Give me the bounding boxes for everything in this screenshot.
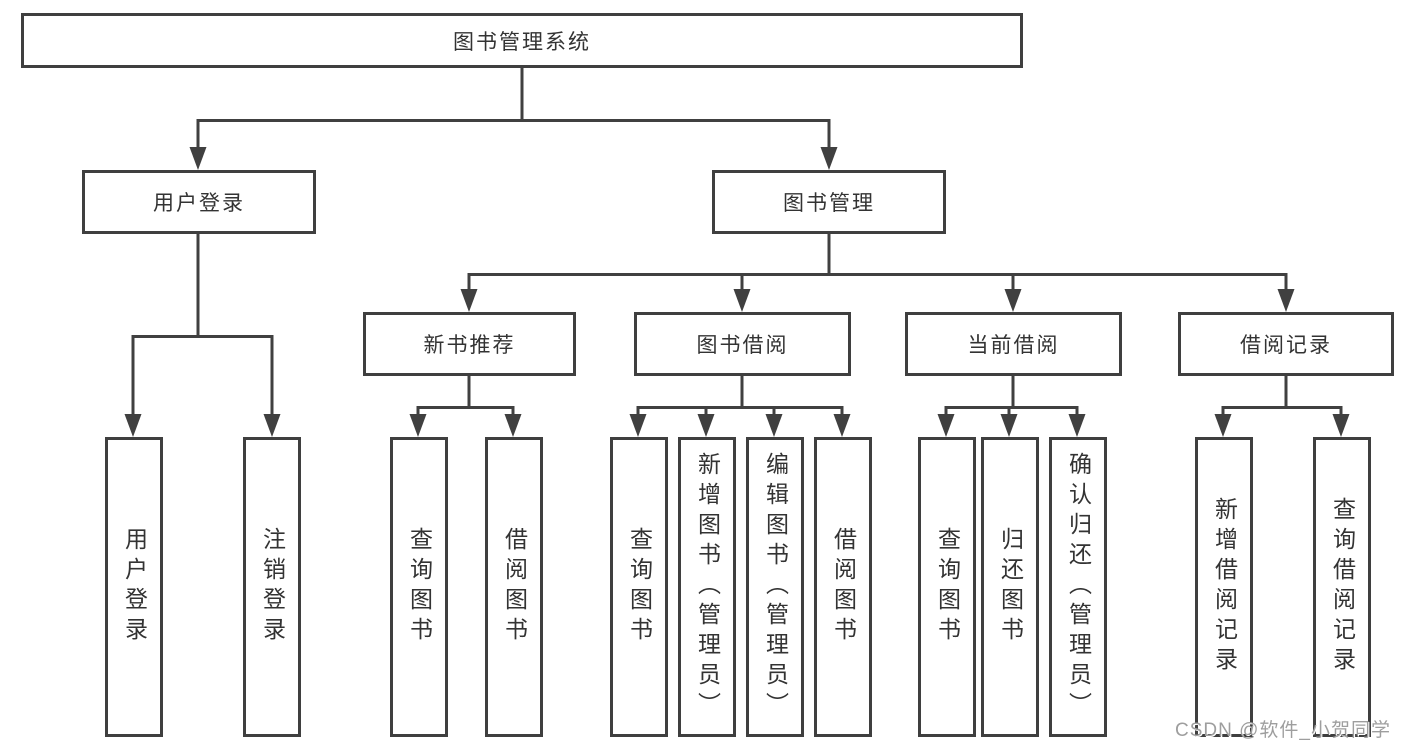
connector-line xyxy=(944,406,1079,416)
arrowhead xyxy=(460,289,478,312)
leaf-logout: 注销登录 xyxy=(243,437,301,737)
arrowhead xyxy=(124,414,142,437)
leaf-label: 查询借阅记录 xyxy=(1329,497,1356,677)
arrowhead xyxy=(1000,414,1018,437)
leaf-label: 新增图书（管理员） xyxy=(694,452,721,722)
connector-line xyxy=(196,119,831,150)
leaf-label: 注销登录 xyxy=(259,527,286,647)
leaf-label: 查询图书 xyxy=(934,527,961,647)
node-borrow-records: 借阅记录 xyxy=(1178,312,1394,376)
leaf-label: 编辑图书（管理员） xyxy=(762,452,789,722)
leaf-add-borrow-record: 新增借阅记录 xyxy=(1195,437,1253,737)
csdn-watermark: CSDN @软件_小贺同学 xyxy=(1175,720,1391,741)
connector-line xyxy=(467,273,1288,291)
arrowhead xyxy=(263,414,281,437)
leaf-user-login: 用户登录 xyxy=(105,437,163,737)
arrowhead xyxy=(504,414,522,437)
leaf-query-borrow-record: 查询借阅记录 xyxy=(1313,437,1371,737)
arrowhead xyxy=(820,147,838,170)
connector-line xyxy=(1221,406,1343,416)
leaf-label: 查询图书 xyxy=(406,527,433,647)
arrowhead xyxy=(1004,289,1022,312)
arrowhead xyxy=(937,414,955,437)
leaf-borrow-books-recommend: 借阅图书 xyxy=(485,437,543,737)
leaf-label: 用户登录 xyxy=(121,527,148,647)
node-book-borrow: 图书借阅 xyxy=(634,312,851,376)
node-new-book-recommend: 新书推荐 xyxy=(363,312,576,376)
leaf-label: 查询图书 xyxy=(626,527,653,647)
arrowhead xyxy=(1068,414,1086,437)
node-book-management: 图书管理 xyxy=(712,170,946,234)
leaf-confirm-return-admin: 确认归还（管理员） xyxy=(1049,437,1107,737)
leaf-query-books-recommend: 查询图书 xyxy=(390,437,448,737)
leaf-query-books-borrow: 查询图书 xyxy=(610,437,668,737)
node-user-login: 用户登录 xyxy=(82,170,316,234)
node-current-borrow: 当前借阅 xyxy=(905,312,1122,376)
leaf-query-books-current: 查询图书 xyxy=(918,437,976,737)
connector-line xyxy=(131,335,274,416)
leaf-label: 借阅图书 xyxy=(830,527,857,647)
arrowhead xyxy=(833,414,851,437)
leaf-return-book: 归还图书 xyxy=(981,437,1039,737)
arrowhead xyxy=(629,414,647,437)
leaf-label: 借阅图书 xyxy=(501,527,528,647)
node-library-system: 图书管理系统 xyxy=(21,13,1023,68)
arrowhead xyxy=(1214,414,1232,437)
leaf-edit-book-admin: 编辑图书（管理员） xyxy=(746,437,804,737)
arrowhead xyxy=(697,414,715,437)
leaf-label: 归还图书 xyxy=(997,527,1024,647)
leaf-label: 新增借阅记录 xyxy=(1211,497,1238,677)
leaf-borrow-book: 借阅图书 xyxy=(814,437,872,737)
arrowhead xyxy=(189,147,207,170)
arrowhead xyxy=(1277,289,1295,312)
arrowhead xyxy=(765,414,783,437)
leaf-add-book-admin: 新增图书（管理员） xyxy=(678,437,736,737)
arrowhead xyxy=(1332,414,1350,437)
connector-line xyxy=(416,406,515,416)
connector-line xyxy=(636,406,844,416)
arrowhead xyxy=(733,289,751,312)
arrowhead xyxy=(409,414,427,437)
leaf-label: 确认归还（管理员） xyxy=(1065,452,1092,722)
